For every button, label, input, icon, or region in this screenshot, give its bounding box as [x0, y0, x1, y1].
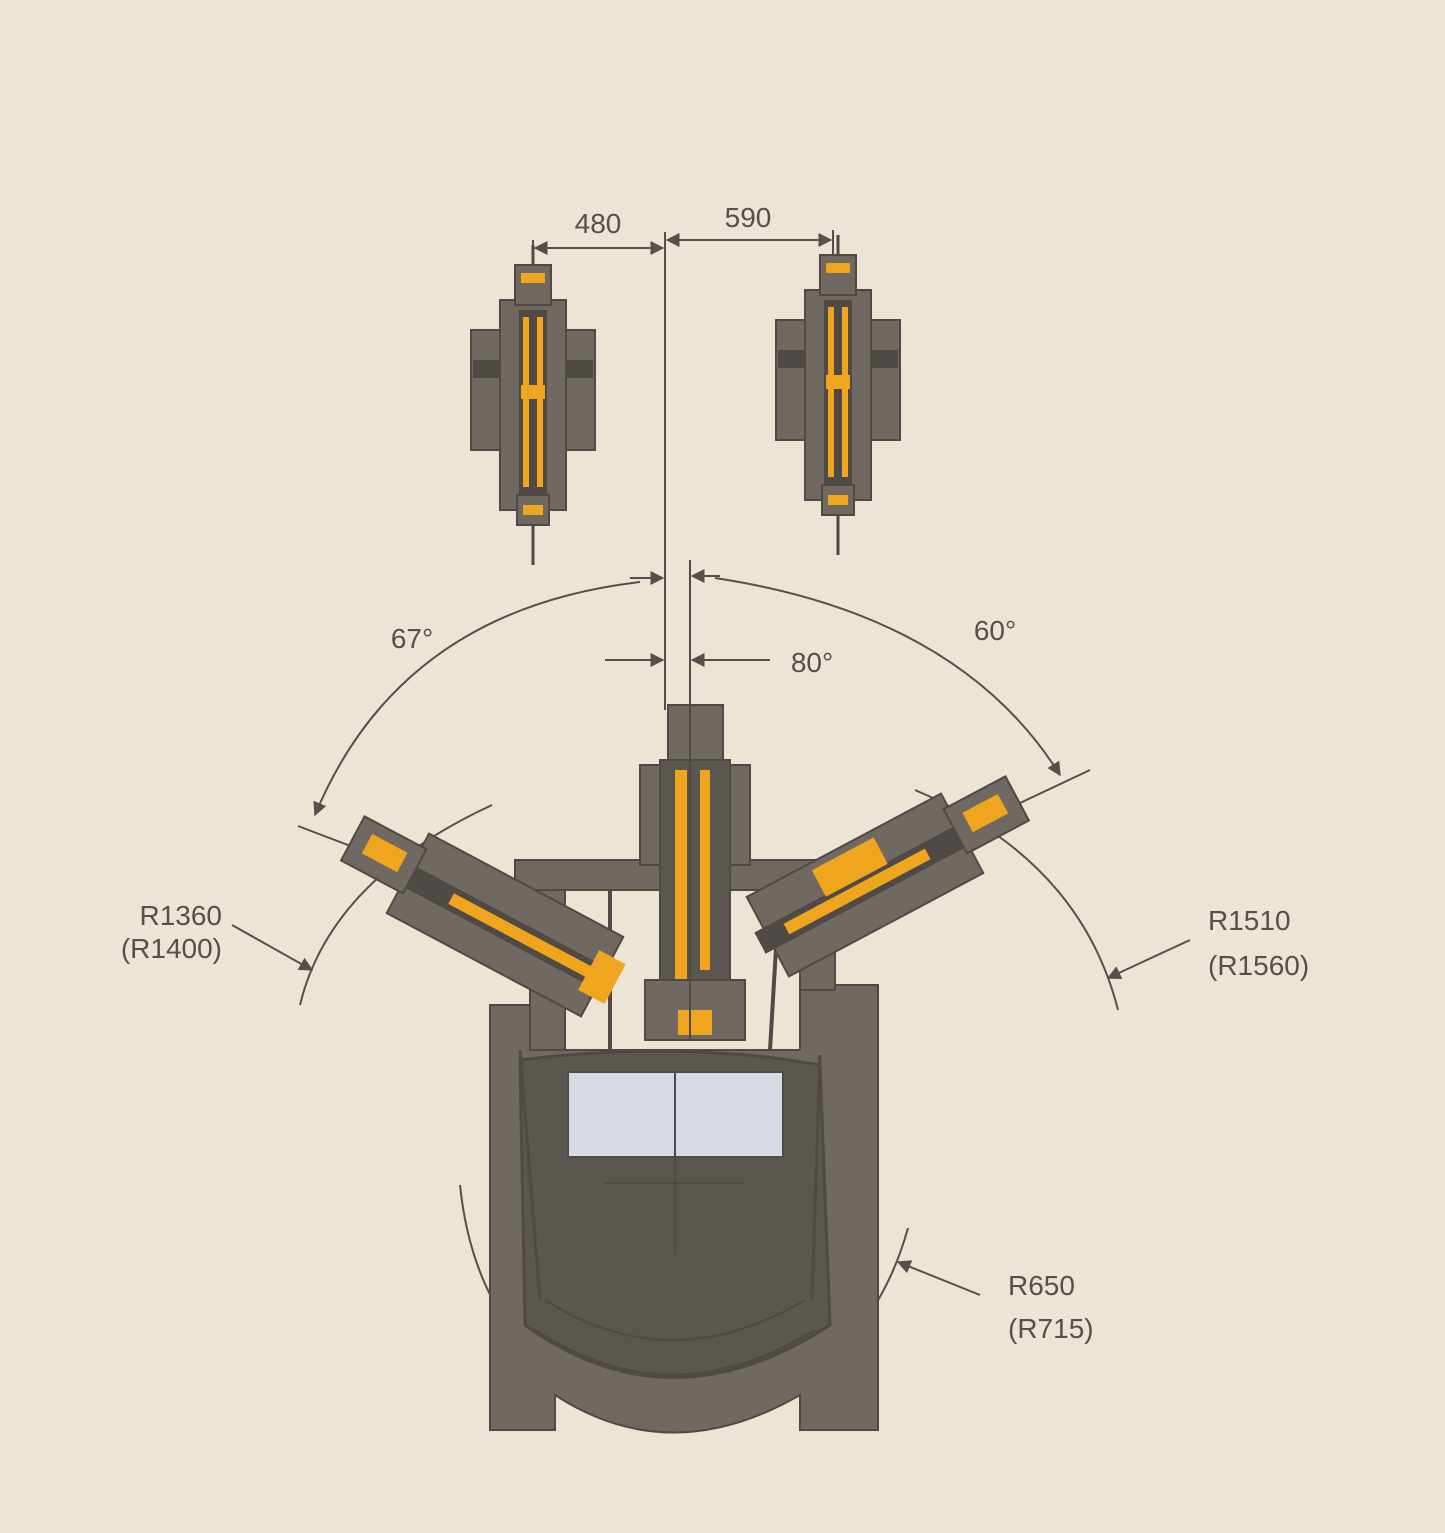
center-boom: [608, 560, 782, 1051]
left-angle-label: 67°: [391, 623, 433, 654]
left-radius-alt-label: (R1400): [121, 933, 222, 964]
right-radius-label: R1510: [1208, 905, 1291, 936]
right-boom: [745, 775, 1031, 978]
left-offset-label: 480: [575, 208, 622, 239]
right-drill-unit: [774, 233, 902, 557]
bottom-radius-label: R650: [1008, 1270, 1075, 1301]
center-angle-label: 80°: [791, 647, 833, 678]
left-boom: [339, 815, 626, 1018]
bottom-radius-alt-label: (R715): [1008, 1313, 1094, 1344]
right-radius-alt-label: (R1560): [1208, 950, 1309, 981]
right-offset-label: 590: [725, 202, 772, 233]
left-radius-label: R1360: [139, 900, 222, 931]
left-drill-unit: [469, 243, 597, 567]
top-dimension-lines: [532, 230, 834, 710]
right-angle-label: 60°: [974, 615, 1016, 646]
